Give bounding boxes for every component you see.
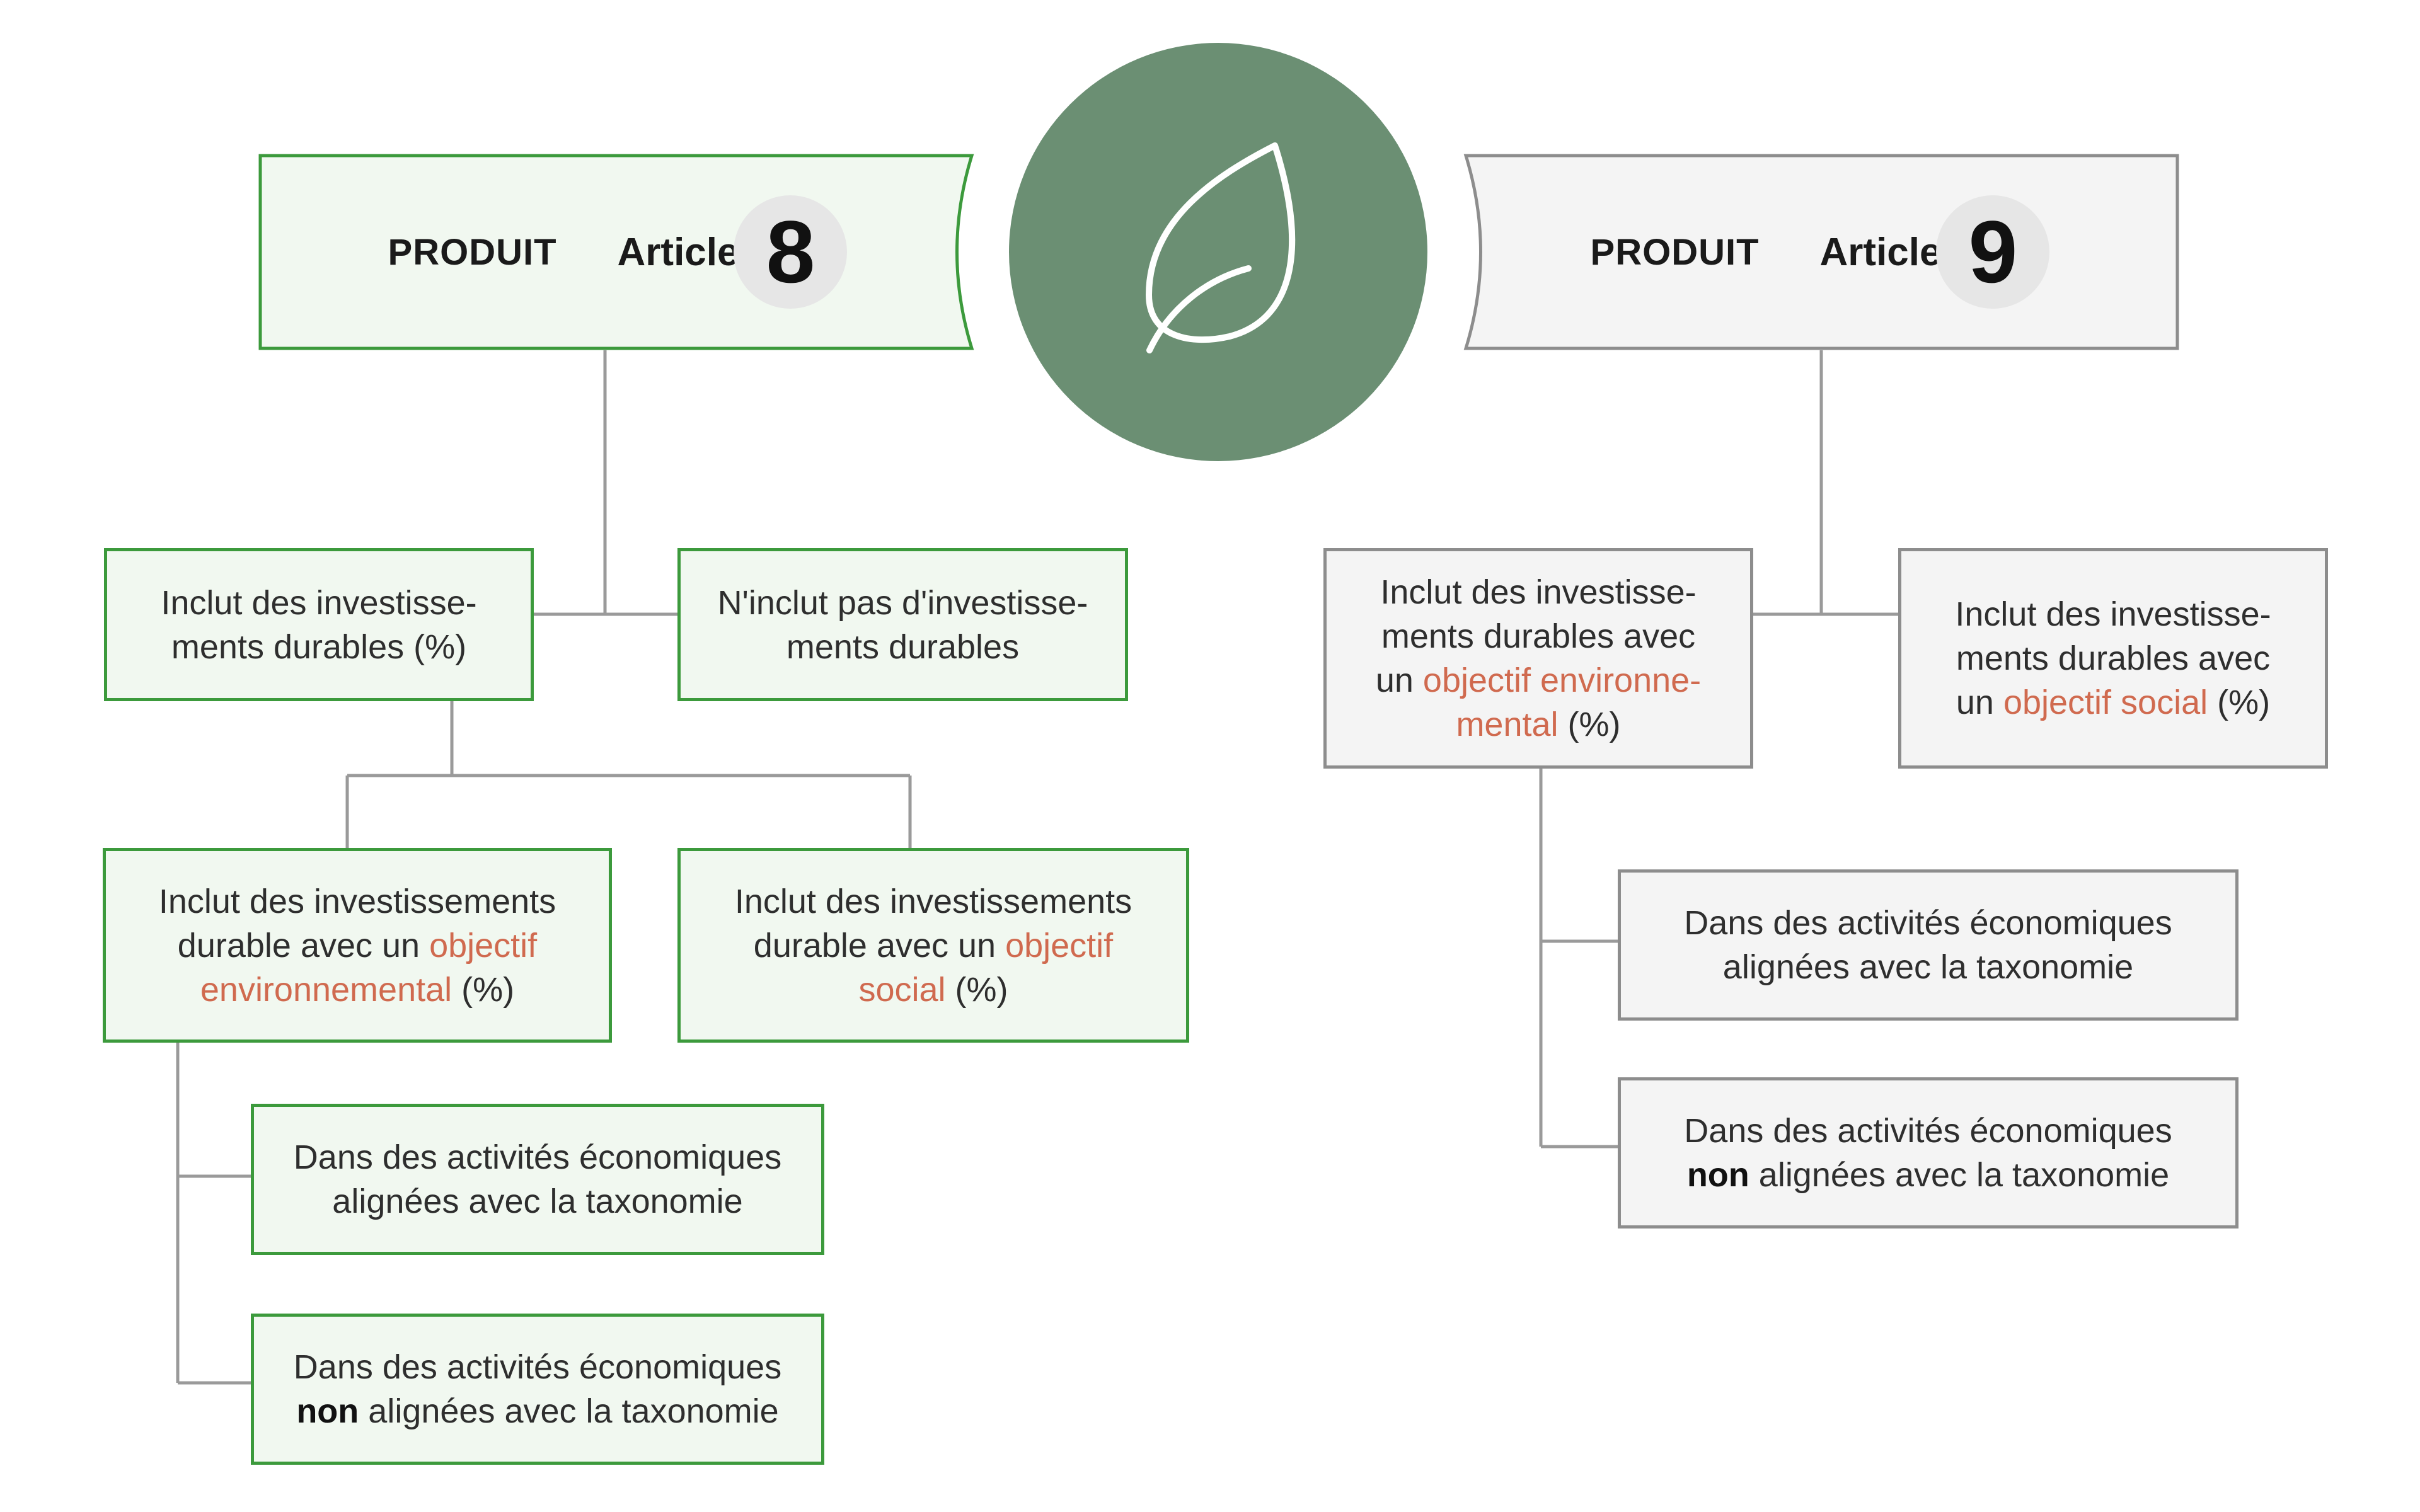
- bold-text: non: [296, 1392, 359, 1430]
- line: Dans des activités économiques: [293, 1138, 782, 1176]
- line: alignées avec la taxonomie: [1722, 948, 2134, 986]
- article-number: 9: [1968, 202, 2018, 301]
- line: un objectif environne-: [1376, 658, 1701, 702]
- text: un: [1375, 662, 1423, 699]
- box-taxonomy-aligned: Dans des activités économiques alignées …: [251, 1104, 824, 1255]
- article-number-badge: 8: [734, 195, 848, 309]
- box-taxonomy-not-aligned: Dans des activités économiques non align…: [251, 1314, 824, 1465]
- line: non alignées avec la taxonomie: [1684, 1153, 2172, 1197]
- leaf-icon: [1146, 142, 1296, 353]
- banner-content: PRODUIT Article 8: [258, 154, 977, 350]
- bold-text: non: [1686, 1156, 1749, 1194]
- box-text: Inclut des investisse- ments durables av…: [1376, 570, 1701, 747]
- highlight-text: objectif: [1005, 926, 1114, 965]
- product-label: PRODUIT: [388, 231, 557, 273]
- box-text: Dans des activités économiques alignées …: [294, 1135, 781, 1223]
- line: Dans des activités économiques: [293, 1348, 782, 1386]
- box-social-objective: Inclut des investisse- ments durables av…: [1898, 548, 2328, 769]
- box-text: Dans des activités économiques non align…: [294, 1345, 781, 1433]
- box-environmental-objective: Inclut des investissements durable avec …: [103, 848, 612, 1043]
- highlight-text: mental: [1456, 706, 1559, 743]
- logo-circle: [1009, 43, 1427, 461]
- box-not-sustainable: N'inclut pas d'investisse- ments durable…: [677, 548, 1128, 701]
- text: (%): [945, 970, 1008, 1009]
- box-text: N'inclut pas d'investisse- ments durable…: [718, 581, 1088, 669]
- box-includes-sustainable: Inclut des investisse- ments durables (%…: [104, 548, 534, 701]
- line: non alignées avec la taxonomie: [294, 1389, 781, 1433]
- text: (%): [452, 970, 515, 1009]
- line: ments durables: [786, 627, 1020, 666]
- line: Dans des activités économiques: [1684, 1112, 2172, 1150]
- text: durable avec un: [177, 926, 430, 965]
- line: social (%): [735, 968, 1132, 1012]
- product-banner-article-9: PRODUIT Article 9: [1461, 154, 2179, 350]
- text: (%): [2208, 684, 2271, 721]
- box-text: Inclut des investissements durable avec …: [159, 879, 556, 1012]
- highlight-text: social: [858, 970, 946, 1009]
- box-social-objective: Inclut des investissements durable avec …: [677, 848, 1189, 1043]
- line: environnemental (%): [159, 968, 556, 1012]
- box-taxonomy-aligned: Dans des activités économiques alignées …: [1618, 869, 2238, 1021]
- line: ments durables avec: [1956, 639, 2271, 677]
- line: ments durables avec: [1381, 617, 1696, 655]
- box-text: Inclut des investisse- ments durables av…: [1955, 592, 2271, 724]
- box-taxonomy-not-aligned: Dans des activités économiques non align…: [1618, 1077, 2238, 1228]
- text: alignées avec la taxonomie: [359, 1392, 779, 1430]
- box-text: Dans des activités économiques alignées …: [1684, 901, 2172, 989]
- line: ments durables (%): [171, 627, 467, 666]
- line: un objectif social (%): [1955, 680, 2271, 724]
- text: un: [1956, 684, 2003, 721]
- highlight-text: objectif social: [2003, 684, 2208, 721]
- line: durable avec un objectif: [735, 924, 1132, 968]
- line: Inclut des investissements: [158, 882, 556, 920]
- text: (%): [1558, 706, 1621, 743]
- line: mental (%): [1376, 702, 1701, 747]
- line: Inclut des investissements: [734, 882, 1132, 920]
- article-number: 8: [766, 202, 815, 301]
- article-number-badge: 9: [1936, 195, 2050, 309]
- line: Inclut des investisse-: [161, 583, 477, 622]
- product-label: PRODUIT: [1590, 231, 1760, 273]
- highlight-text: objectif: [429, 926, 538, 965]
- text: durable avec un: [753, 926, 1006, 965]
- highlight-text: objectif environne-: [1422, 662, 1702, 699]
- highlight-text: environnemental: [200, 970, 452, 1009]
- line: Inclut des investisse-: [1955, 595, 2271, 633]
- line: Dans des activités économiques: [1684, 904, 2172, 942]
- line: N'inclut pas d'investisse-: [717, 583, 1088, 622]
- banner-content: PRODUIT Article 9: [1461, 154, 2179, 350]
- box-environmental-objective: Inclut des investisse- ments durables av…: [1323, 548, 1753, 769]
- line: Inclut des investisse-: [1380, 573, 1697, 611]
- text: alignées avec la taxonomie: [1749, 1156, 2170, 1194]
- box-text: Dans des activités économiques non align…: [1684, 1109, 2172, 1197]
- article-label: Article: [617, 230, 739, 274]
- line: durable avec un objectif: [159, 924, 556, 968]
- line: alignées avec la taxonomie: [332, 1183, 743, 1220]
- product-banner-article-8: PRODUIT Article 8: [258, 154, 977, 350]
- box-text: Inclut des investissements durable avec …: [735, 879, 1132, 1012]
- box-text: Inclut des investisse- ments durables (%…: [161, 581, 476, 669]
- article-label: Article: [1819, 230, 1942, 274]
